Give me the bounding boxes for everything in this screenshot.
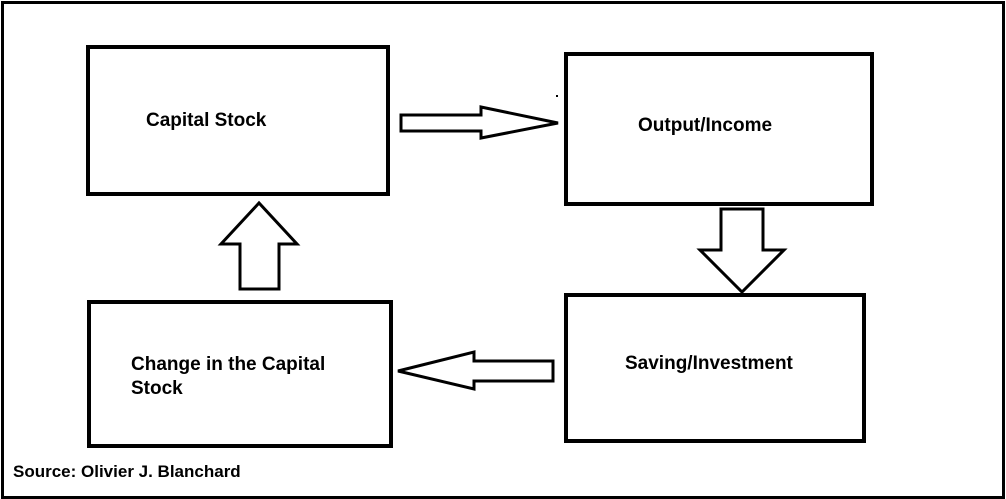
node-change-capital-stock-label: Change in the Capital Stock <box>131 354 326 399</box>
node-output-income-label: Output/Income <box>638 115 773 136</box>
node-change-capital-stock: Change in the Capital Stock <box>87 300 393 448</box>
arrow-output-to-saving <box>696 207 788 295</box>
node-output-income: Output/Income <box>564 52 874 206</box>
source-caption: Source: Olivier J. Blanchard <box>13 462 241 481</box>
node-capital-stock: Capital Stock <box>86 45 390 196</box>
arrow-capital-to-output <box>399 105 559 140</box>
node-capital-stock-label: Capital Stock <box>146 110 267 131</box>
arrow-saving-to-change <box>397 350 555 391</box>
node-saving-investment: Saving/Investment <box>564 293 866 443</box>
stray-dot <box>556 95 558 97</box>
arrow-change-to-capital <box>217 200 301 291</box>
node-saving-investment-label: Saving/Investment <box>625 353 793 374</box>
